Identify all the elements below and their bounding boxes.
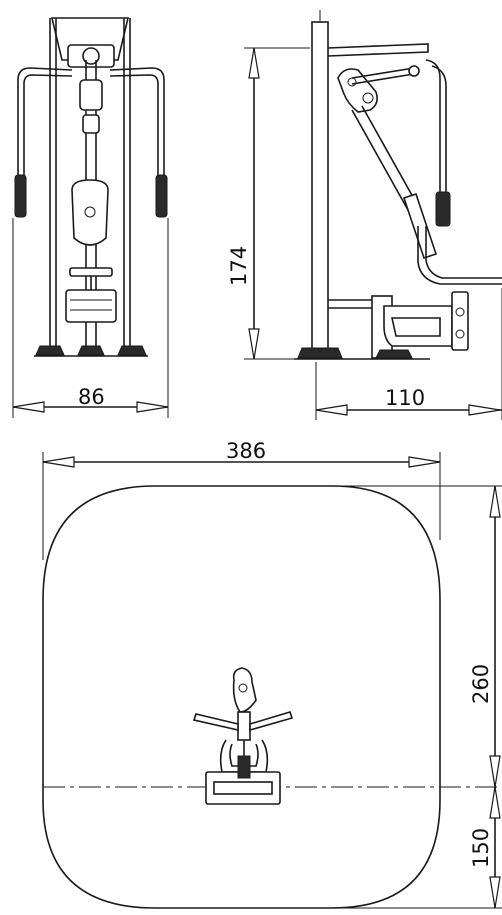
dimension-plan-depth-back: 150 xyxy=(469,828,493,868)
plan-view xyxy=(42,452,502,909)
dimension-side-depth: 110 xyxy=(385,386,425,410)
dimension-plan-width: 386 xyxy=(226,439,266,463)
side-view xyxy=(244,10,502,420)
dimension-plan-depth-front: 260 xyxy=(469,664,493,704)
dimension-front-width: 86 xyxy=(78,385,105,409)
dimension-side-height: 174 xyxy=(227,246,251,286)
front-view xyxy=(12,17,169,418)
